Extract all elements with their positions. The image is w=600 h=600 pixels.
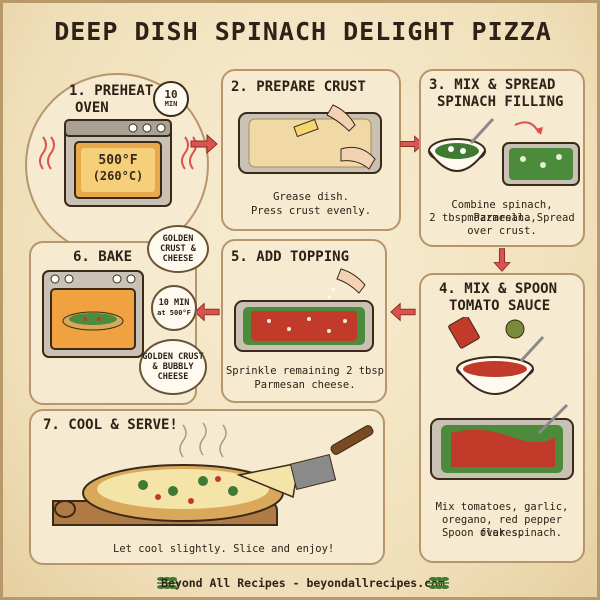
topping-dish-icon	[234, 268, 374, 352]
arrow-right-icon	[400, 135, 424, 153]
footer-credit: Beyond All Recipes - beyondallrecipes.co…	[161, 576, 445, 590]
step-6-label: 6. BAKE	[73, 249, 133, 265]
timer-icon: 10 MIN	[153, 81, 189, 117]
oven-baking-icon	[42, 270, 144, 358]
step-3-desc-line2: 2 tbsp Parmesan. Spread	[429, 212, 575, 224]
tomato-sauce-bowl-icon	[448, 317, 545, 395]
timer-unit: MIN	[164, 100, 178, 108]
baking-dish-sauce-icon	[430, 403, 574, 480]
step-3-label-line2: SPINACH FILLING	[437, 94, 564, 110]
arrow-down-icon	[493, 248, 511, 272]
step-2-desc-line1: Grease dish.	[273, 191, 349, 203]
step-7-desc: Let cool slightly. Slice and enjoy!	[113, 543, 335, 555]
oven-icon	[64, 119, 172, 207]
step-4-label-line1: 4. MIX & SPOON	[439, 281, 558, 297]
timer-value: 10	[164, 88, 178, 101]
golden-crust-bubble-top: GOLDEN CRUST & CHEESE	[147, 225, 209, 273]
laurel-left-icon	[157, 577, 179, 589]
step-4-label-line2: TOMATO SAUCE	[449, 298, 551, 314]
step-3-label-line1: 3. MIX & SPREAD	[429, 77, 556, 93]
oven-temp-c: (260°C)	[92, 169, 144, 183]
spinach-bowl-icon	[428, 117, 580, 186]
step-4-desc-line1: Mix tomatoes, garlic,	[435, 501, 569, 513]
step-5-desc-line1: Sprinkle remaining 2 tbsp	[225, 365, 385, 377]
step-4-desc-line2: oregano, red pepper flakes.	[441, 514, 563, 539]
step-2-label: 2. PREPARE CRUST	[231, 79, 366, 95]
step-5-desc-line2: Parmesan cheese.	[254, 379, 356, 391]
laurel-right-icon	[427, 577, 449, 589]
page-title: DEEP DISH SPINACH DELIGHT PIZZA	[54, 17, 552, 46]
heat-icon	[39, 136, 55, 170]
step-5-label: 5. ADD TOPPING	[231, 249, 350, 265]
step-3-desc-line3: over crust.	[467, 225, 537, 237]
pizza-serving-icon	[52, 422, 374, 526]
golden-crust-bubble-bottom: GOLDEN CRUST & BUBBLY CHEESE	[139, 339, 207, 395]
oven-temp-f: 500°F	[98, 153, 138, 168]
baking-dish-crust-icon	[238, 104, 382, 174]
step-7-label: 7. COOL & SERVE!	[43, 417, 178, 433]
step-4-desc-line3: Spoon over spinach.	[441, 527, 563, 539]
arrow-left-icon	[194, 302, 220, 322]
step-1-label-line1: 1. PREHEAT	[69, 83, 154, 99]
step-3-desc-line1: Combine spinach, mozzarella,	[451, 199, 553, 224]
step-1-label-line2: OVEN	[75, 100, 109, 116]
bake-timer-line2: at 500°F	[157, 309, 191, 317]
arrow-left-icon	[390, 302, 416, 322]
bake-timer-line1: 10 MIN	[158, 298, 190, 308]
step-2-desc-line2: Press crust evenly.	[250, 205, 372, 217]
arrow-right-icon	[190, 133, 218, 155]
